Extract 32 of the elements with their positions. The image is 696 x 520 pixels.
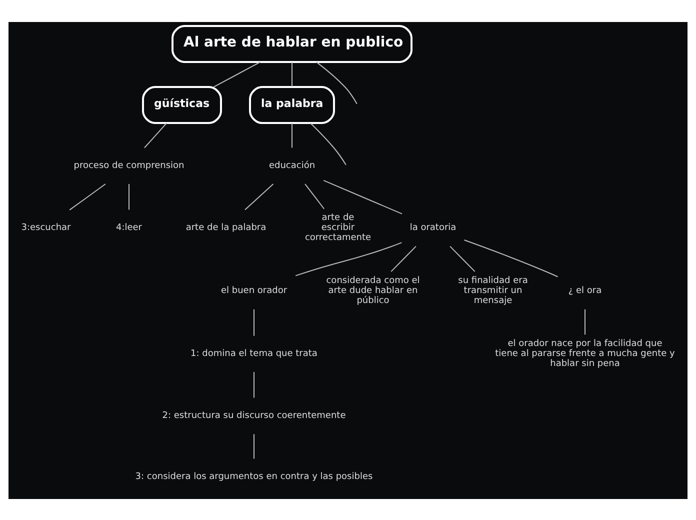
node-text: arte de la palabra	[186, 222, 266, 233]
node-box: güísticas	[142, 86, 222, 124]
connector	[69, 183, 106, 210]
connector	[304, 183, 325, 209]
node-text: la oratoria	[410, 222, 456, 233]
connector	[464, 239, 558, 277]
node-text: considerada como el arte dude hablar en público	[326, 276, 420, 306]
node-box: la palabra	[249, 86, 335, 124]
connector	[144, 122, 168, 148]
node-text: 4:leer	[116, 222, 142, 233]
node-text: su finalidad era transmitir un mensaje	[458, 276, 528, 306]
node-text: arte de escribir correctamente	[304, 212, 372, 243]
connector	[128, 183, 130, 210]
node-text: proceso de comprension	[74, 160, 184, 171]
connector	[450, 245, 476, 272]
connector	[323, 179, 402, 214]
connector	[310, 122, 346, 165]
node-text: 3:escuchar	[21, 222, 71, 233]
node-text: 1: domina el tema que trata	[190, 348, 318, 359]
connector	[213, 61, 261, 87]
node-text: el buen orador	[220, 286, 288, 296]
node-box: Al arte de hablar en publico	[172, 24, 412, 62]
connector	[244, 183, 274, 210]
node-text: 2: estructura su discurso coerentemente	[162, 410, 346, 421]
node-text: 3: considera los argumentos en contra y las posibles	[135, 472, 373, 482]
node-text: el orador nace por la facilidad que tiene al pararse frente a mucha gente y hablar sin pena	[495, 338, 675, 369]
connector	[295, 242, 402, 276]
connector	[390, 245, 416, 272]
connector	[584, 308, 586, 335]
connector	[316, 61, 358, 104]
node-text: ¿ el ora	[568, 286, 602, 296]
node-text: educación	[268, 160, 316, 171]
